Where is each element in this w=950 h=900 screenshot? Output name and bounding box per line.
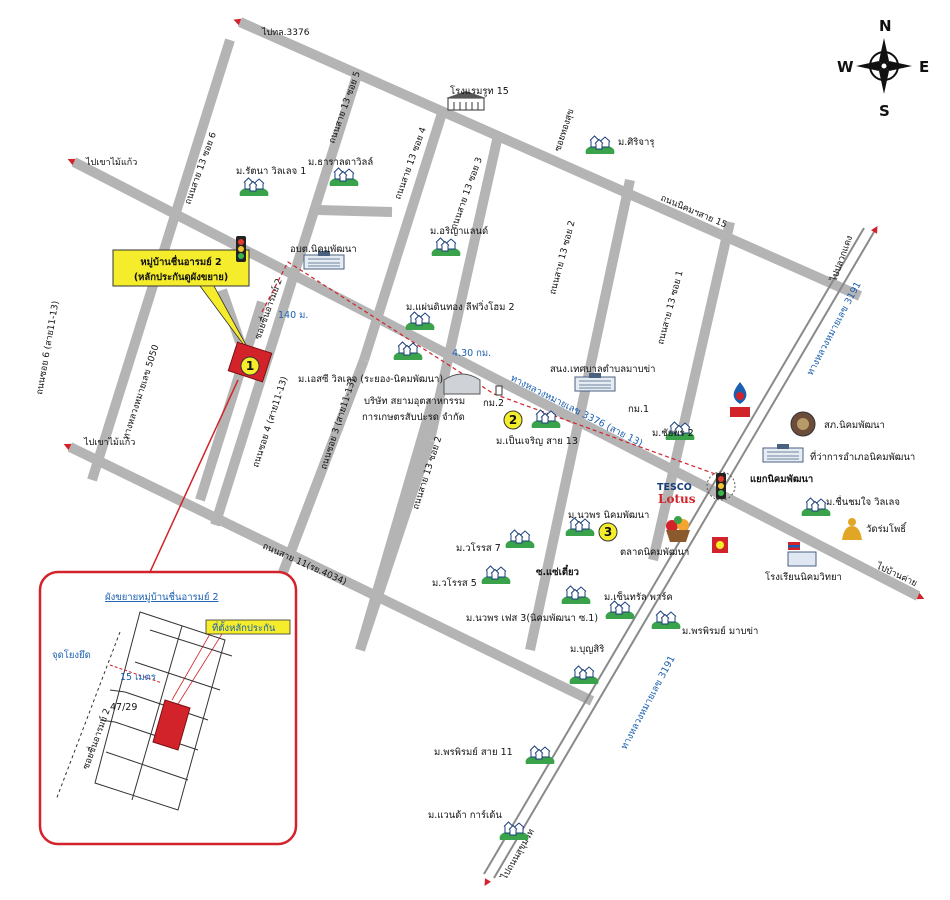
callout-title: หมู่บ้านชื่นอารมย์ 2 xyxy=(140,254,221,269)
building-icon xyxy=(762,443,804,463)
factory-icon xyxy=(443,373,481,395)
compass-s: S xyxy=(879,102,890,120)
label-wat: วัดร่มโพธิ์ xyxy=(866,521,908,535)
label-sae-tiao: ซ.แซ่เตี๋ยว xyxy=(536,565,579,578)
label-to-pluak-daeng: ไปปลวกแดง xyxy=(828,234,855,284)
label-junction: แยกนิคมพัฒนา xyxy=(750,474,813,485)
label-vanda: ม.แวนด้า การ์เด้น xyxy=(428,809,502,821)
inset-title: ผังขยายหมู่บ้านชื่นอารมย์ 2 xyxy=(105,590,219,603)
fuel-station-icon xyxy=(730,382,750,417)
label-estsea: ม.เอสซี วิลเลจ (ระยอง-นิคมพัฒนา) xyxy=(298,373,443,385)
house-cluster-icon xyxy=(505,529,535,549)
road-label-soi6-sai11: ถนนซอย 6 (สาย11-13) xyxy=(35,300,61,395)
label-central-park: ม.เซ็นทรัล พาร์ค xyxy=(604,590,673,603)
km-post-icon xyxy=(495,385,503,396)
road-label-thongsook: ซอยทองสุข xyxy=(553,108,576,153)
inset-tag: ที่ตั้งหลักประกัน xyxy=(212,621,276,634)
label-chaiyaporn: ม.ชัยพร 2 xyxy=(652,428,694,439)
label-school: โรงเรียนนิคมวิทยา xyxy=(765,571,842,583)
house-cluster-icon xyxy=(585,135,615,155)
house-cluster-icon xyxy=(431,237,461,257)
house-cluster-icon xyxy=(481,565,511,585)
label-boonsiri: ม.บุญสิริ xyxy=(570,644,604,655)
label-siri-charu: ม.ศิริจารุ xyxy=(618,137,654,148)
buddha-icon xyxy=(842,518,862,540)
compass-icon xyxy=(856,38,912,94)
label-thara: ม.ธาราลดาวิลล์ xyxy=(308,156,373,168)
lotus-logo: Lotus xyxy=(658,492,696,506)
label-hotel: โรงแรมรูท 15 xyxy=(450,85,509,97)
road-label-hwy3191a: ทางหลวงหมายเลข 3191 xyxy=(805,280,864,377)
label-km1: กม.1 xyxy=(628,404,649,415)
project-plot: 1 xyxy=(227,341,273,383)
label-km2: กม.2 xyxy=(483,398,504,409)
traffic-light-icon xyxy=(716,473,726,499)
label-worasa5: ม.วโรรส 5 xyxy=(432,577,477,589)
route-dashed xyxy=(261,261,716,475)
road-label-soi3-sai11: ถนนซอย 3 (สาย11-13) xyxy=(319,378,358,471)
marker-3: 3 xyxy=(604,525,612,539)
inset-leader-line xyxy=(149,379,239,573)
house-cluster-icon xyxy=(405,311,435,331)
house-cluster-icon xyxy=(651,610,681,630)
label-to-khao-mai-kaew-top: ไปเขาไม้แก้ว xyxy=(85,157,137,168)
label-district: ที่ว่าการอำเภอนิคมพัฒนา xyxy=(810,450,915,463)
road-label-3376: ไปทล.3376 xyxy=(261,27,310,38)
callout-subtitle: (หลักประกันดูผังขยาย) xyxy=(134,271,228,284)
road-label-hwy3191b: ทางหลวงหมายเลข 3191 xyxy=(619,654,678,751)
label-nawaphon-3: ม.นวพร เฟส 3(นิคมพัฒนา ซ.1) xyxy=(466,613,598,624)
police-badge-icon xyxy=(790,411,816,437)
label-siam-1: บริษัท สยามอุตสาหกรรม xyxy=(364,396,465,407)
inset-plot-number: 47/29 xyxy=(110,702,137,713)
shop-logo-icon xyxy=(712,537,728,553)
label-municipal: สนง.เทศบาลตำบลมาบข่า xyxy=(550,364,656,375)
flag-icon xyxy=(787,542,817,567)
label-phrapirom11: ม.พรพิรมย์ สาย 11 xyxy=(434,746,513,758)
road-label-soi5: ถนนสาย 13 ซอย 5 xyxy=(327,70,362,145)
label-phrapirom-mabkha: ม.พรพิรมย์ มาบข่า xyxy=(682,625,758,637)
label-police: สภ.นิคมพัฒนา xyxy=(824,420,885,431)
house-cluster-icon xyxy=(561,585,591,605)
house-cluster-icon xyxy=(239,177,269,197)
hotel-icon xyxy=(446,91,486,111)
distance-430: 4.30 กม. xyxy=(452,348,491,359)
housing-estates: ม.ศิริจารุ ม.รัตนา วิลเลจ 1 ม.ธาราลดาวิล… xyxy=(236,135,900,841)
tesco-logo: TESCO xyxy=(657,482,692,493)
label-worasa7: ม.วโรรส 7 xyxy=(456,542,501,554)
label-rattana: ม.รัตนา วิลเลจ 1 xyxy=(236,166,306,177)
project-callout: หมู่บ้านชื่นอารมย์ 2 (หลักประกันดูผังขยา… xyxy=(112,249,253,357)
house-cluster-icon xyxy=(525,745,555,765)
label-nawaphon-1: ม.นวพร นิคมพัฒนา xyxy=(568,510,649,521)
label-chuenchom: ม.ชื่นชมใจ วิลเลจ xyxy=(826,495,900,508)
road-label-soi1: ถนนสาย 13 ซอย 1 xyxy=(656,270,685,346)
compass-e: E xyxy=(919,58,929,76)
inset-distance: 15 เมตร xyxy=(120,672,156,683)
label-to-khao-mai-kaew-bottom: ไปเขาไม้แก้ว xyxy=(83,437,135,448)
marker-2-group: 2 xyxy=(503,410,523,430)
distance-140: 140 ม. xyxy=(278,310,308,321)
road-network xyxy=(67,17,921,706)
house-cluster-icon xyxy=(605,600,635,620)
marker-3-group: 3 xyxy=(598,522,618,542)
compass-n: N xyxy=(879,17,892,35)
label-siam-2: การเกษตรสับปะรด จำกัด xyxy=(362,412,465,423)
label-ariya: ม.อริญาแลนด์ xyxy=(430,225,488,237)
label-phaen-din: ม.แผ่นดินทอง ลีฟวิ่งโฮม 2 xyxy=(406,300,515,313)
label-pencharoen: ม.เป็นเจริญ สาย 13 xyxy=(496,434,578,447)
label-obt: อบต.นิคมพัฒนา xyxy=(290,244,357,255)
label-market: ตลาดนิคมพัฒนา xyxy=(620,547,689,558)
compass-w: W xyxy=(837,58,854,76)
inset-panel: ผังขยายหมู่บ้านชื่นอารมย์ 2 ที่ตั้งหลักป… xyxy=(38,570,298,846)
marker-1: 1 xyxy=(246,359,254,373)
marker-2: 2 xyxy=(509,413,517,427)
road-label-soi2a: ถนนสาย 13 ซอย 2 xyxy=(548,220,577,296)
traffic-light-icon xyxy=(236,236,246,262)
market-basket-icon xyxy=(666,516,690,542)
house-cluster-icon xyxy=(569,665,599,685)
inset-junction-label: จุดโยงยึด xyxy=(52,649,91,661)
house-cluster-icon xyxy=(329,167,359,187)
highway-3191 xyxy=(483,227,875,879)
building-icon xyxy=(574,372,616,392)
